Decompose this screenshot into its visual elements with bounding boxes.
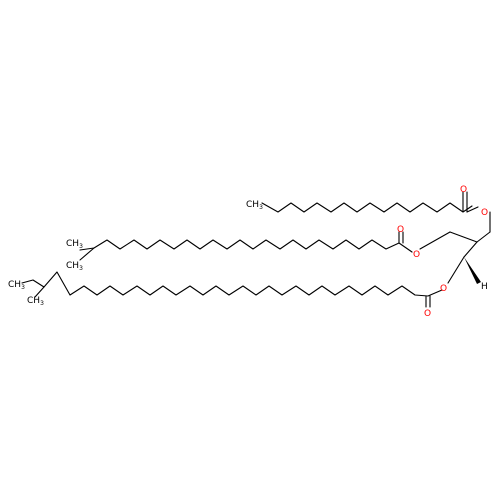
chain-3-backbone <box>21 271 443 297</box>
oxygen-label-carbonyl-3: O <box>424 309 431 319</box>
methyl-label-1: CH3 <box>246 200 263 211</box>
glycerol-backbone <box>463 231 491 258</box>
methyl-label-5: CH3 <box>27 296 44 307</box>
oxygen-label-ester-2: O <box>413 250 420 260</box>
glycerol-o3-bond <box>419 231 451 250</box>
oxygen-label-carbonyl-1: O <box>460 185 467 195</box>
atom-labels: CH3 O O CH3 CH3 O O H O O CH3 CH3 <box>8 185 488 319</box>
bond-lines <box>21 191 491 308</box>
oxygen-label-ester-1: O <box>481 208 488 218</box>
methyl-label-2: CH3 <box>66 239 83 250</box>
chain-2-branch <box>79 247 95 261</box>
chain-1-ester-bond <box>466 206 479 213</box>
oxygen-label-carbonyl-2: O <box>397 225 404 235</box>
chain-2-backbone <box>79 239 413 253</box>
oxygen-label-ester-3: O <box>440 284 447 294</box>
chain-3-ethyl-branch <box>34 286 45 298</box>
stereo-wedge <box>464 257 481 284</box>
glycerol-c3-bond <box>449 231 478 243</box>
hydrogen-label: H <box>481 282 488 292</box>
methyl-label-4: CH3 <box>8 280 25 291</box>
methyl-label-3: CH3 <box>66 261 83 272</box>
glycerol-o2-bond <box>447 256 465 284</box>
chain-1-backbone <box>261 202 473 213</box>
